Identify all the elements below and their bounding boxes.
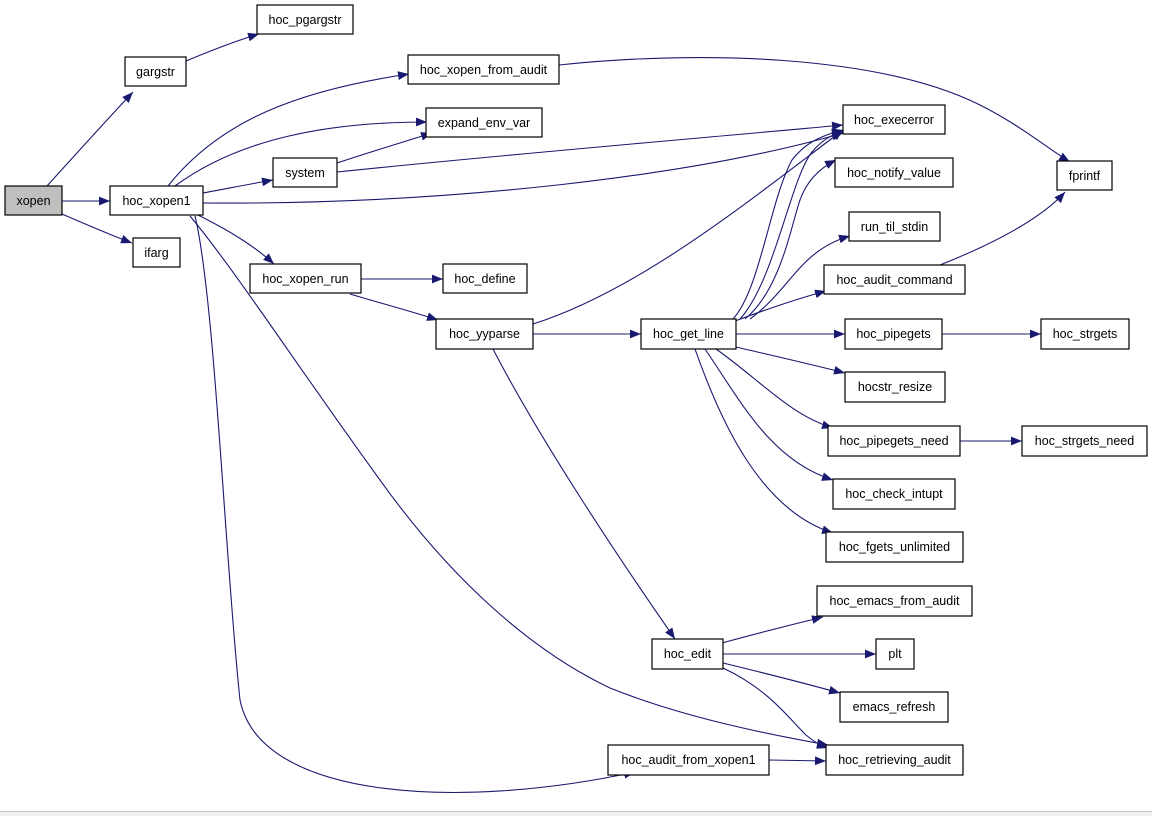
node-ifarg[interactable]: ifarg <box>132 237 181 268</box>
node-plt[interactable]: plt <box>875 638 915 670</box>
node-label: hoc_audit_from_xopen1 <box>621 753 755 767</box>
node-hoc_retrieving_audit[interactable]: hoc_retrieving_audit <box>825 744 964 776</box>
nodes: xopen gargstr hoc_pgargstr hoc_xopen1 if… <box>4 4 1148 776</box>
node-label: hoc_execerror <box>854 113 934 127</box>
node-label: fprintf <box>1069 169 1101 183</box>
node-label: hoc_strgets <box>1053 327 1118 341</box>
node-hoc_execerror[interactable]: hoc_execerror <box>842 104 946 135</box>
window-bottom-edge <box>0 811 1152 816</box>
edge-hoc_xopen1-hoc_audit_from_xopen1 <box>194 215 636 793</box>
node-label: emacs_refresh <box>853 700 936 714</box>
edge-hoc_xopen1-expand_env_var <box>174 117 428 187</box>
edge-hoc_edit-emacs_refresh <box>722 662 841 695</box>
node-label: ifarg <box>144 246 168 260</box>
node-emacs_refresh[interactable]: emacs_refresh <box>839 691 949 723</box>
node-system[interactable]: system <box>272 157 338 188</box>
node-label: hoc_xopen_from_audit <box>420 63 548 77</box>
node-label: expand_env_var <box>438 116 530 130</box>
edge-hoc_get_line-hoc_execerror-a <box>732 128 844 320</box>
edge-hoc_yyparse-hoc_edit <box>492 348 676 640</box>
node-expand_env_var[interactable]: expand_env_var <box>425 107 543 138</box>
edge-hoc_get_line-hocstr_resize <box>735 346 846 375</box>
edge-hoc_audit_from_xopen1-hoc_retrieving_audit <box>768 756 827 766</box>
edge-hoc_get_line-run_til_stdin <box>749 234 851 320</box>
node-label: hoc_pgargstr <box>269 13 342 27</box>
node-label: hoc_pipegets <box>856 327 930 341</box>
node-label: hoc_retrieving_audit <box>838 753 951 767</box>
node-label: hocstr_resize <box>858 380 932 394</box>
edge-hoc_xopen1-hoc_xopen_run <box>195 213 275 265</box>
node-hoc_audit_command[interactable]: hoc_audit_command <box>823 264 966 295</box>
node-hoc_get_line[interactable]: hoc_get_line <box>640 318 737 350</box>
edge-hoc_get_line-hoc_execerror-b <box>739 129 844 320</box>
node-xopen[interactable]: xopen <box>4 185 63 216</box>
node-run_til_stdin[interactable]: run_til_stdin <box>848 211 941 242</box>
edge-xopen-gargstr <box>46 91 134 187</box>
node-label: hoc_notify_value <box>847 166 941 180</box>
node-label: hoc_audit_command <box>836 273 952 287</box>
edge-hoc_xopen1-hoc_execerror <box>202 131 844 204</box>
node-label: hoc_xopen1 <box>122 194 190 208</box>
edge-hoc_get_line-hoc_pipegets_need <box>715 348 834 430</box>
edge-hoc_xopen1-hoc_xopen_from_audit <box>167 71 410 187</box>
edge-hoc_edit-hoc_emacs_from_audit <box>721 615 824 644</box>
node-hoc_strgets[interactable]: hoc_strgets <box>1040 318 1130 350</box>
edge-hoc_get_line-hoc_notify_value <box>744 159 837 320</box>
node-label: hoc_edit <box>664 647 712 661</box>
node-hoc_emacs_from_audit[interactable]: hoc_emacs_from_audit <box>816 585 973 617</box>
node-label: xopen <box>16 194 50 208</box>
node-label: hoc_get_line <box>653 327 724 341</box>
edge-hoc_audit_command-fprintf <box>939 191 1066 266</box>
edge-hoc_get_line-hoc_audit_command <box>734 289 827 322</box>
node-label: hoc_fgets_unlimited <box>839 540 950 554</box>
node-label: hoc_define <box>454 272 515 286</box>
edge-system-expand_env_var <box>336 132 433 164</box>
node-label: plt <box>888 647 902 661</box>
node-hocstr_resize[interactable]: hocstr_resize <box>844 371 946 403</box>
edges <box>46 32 1071 793</box>
node-label: system <box>285 166 325 180</box>
node-hoc_yyparse[interactable]: hoc_yyparse <box>435 318 534 350</box>
node-label: hoc_yyparse <box>449 327 520 341</box>
node-hoc_check_intupt[interactable]: hoc_check_intupt <box>832 478 956 510</box>
node-hoc_pipegets[interactable]: hoc_pipegets <box>844 318 943 350</box>
edge-gargstr-hoc_pgargstr <box>185 32 260 62</box>
edge-hoc_xopen_run-hoc_yyparse <box>349 293 439 321</box>
node-hoc_pgargstr[interactable]: hoc_pgargstr <box>256 4 354 35</box>
edge-system-hoc_execerror <box>336 121 844 173</box>
edge-xopen-ifarg <box>61 213 133 244</box>
node-label: hoc_emacs_from_audit <box>830 594 960 608</box>
node-label: hoc_check_intupt <box>845 487 943 501</box>
node-gargstr[interactable]: gargstr <box>124 56 187 87</box>
edge-hoc_xopen1-system <box>202 177 274 194</box>
node-hoc_define[interactable]: hoc_define <box>442 263 528 294</box>
node-hoc_xopen1[interactable]: hoc_xopen1 <box>109 185 204 216</box>
edge-hoc_edit-hoc_retrieving_audit <box>722 667 829 749</box>
edge-hoc_yyparse-hoc_execerror <box>532 129 844 325</box>
node-label: hoc_pipegets_need <box>839 434 948 448</box>
node-hoc_xopen_from_audit[interactable]: hoc_xopen_from_audit <box>407 54 560 85</box>
edge-hoc_xopen1-hoc_retrieving_audit <box>189 215 829 748</box>
node-label: hoc_xopen_run <box>262 272 348 286</box>
node-label: gargstr <box>136 65 175 79</box>
node-label: hoc_strgets_need <box>1035 434 1134 448</box>
node-hoc_edit[interactable]: hoc_edit <box>651 638 724 670</box>
node-hoc_fgets_unlimited[interactable]: hoc_fgets_unlimited <box>825 531 964 563</box>
node-hoc_audit_from_xopen1[interactable]: hoc_audit_from_xopen1 <box>607 744 770 776</box>
node-hoc_strgets_need[interactable]: hoc_strgets_need <box>1021 425 1148 457</box>
node-label: run_til_stdin <box>861 220 928 234</box>
node-hoc_notify_value[interactable]: hoc_notify_value <box>834 157 954 188</box>
node-hoc_pipegets_need[interactable]: hoc_pipegets_need <box>827 425 961 457</box>
edge-hoc_xopen_from_audit-fprintf <box>558 57 1071 163</box>
node-hoc_xopen_run[interactable]: hoc_xopen_run <box>249 263 362 294</box>
node-fprintf[interactable]: fprintf <box>1056 160 1113 191</box>
edge-hoc_get_line-hoc_fgets_unlimited <box>694 348 834 534</box>
edge-hoc_get_line-hoc_check_intupt <box>704 348 834 481</box>
